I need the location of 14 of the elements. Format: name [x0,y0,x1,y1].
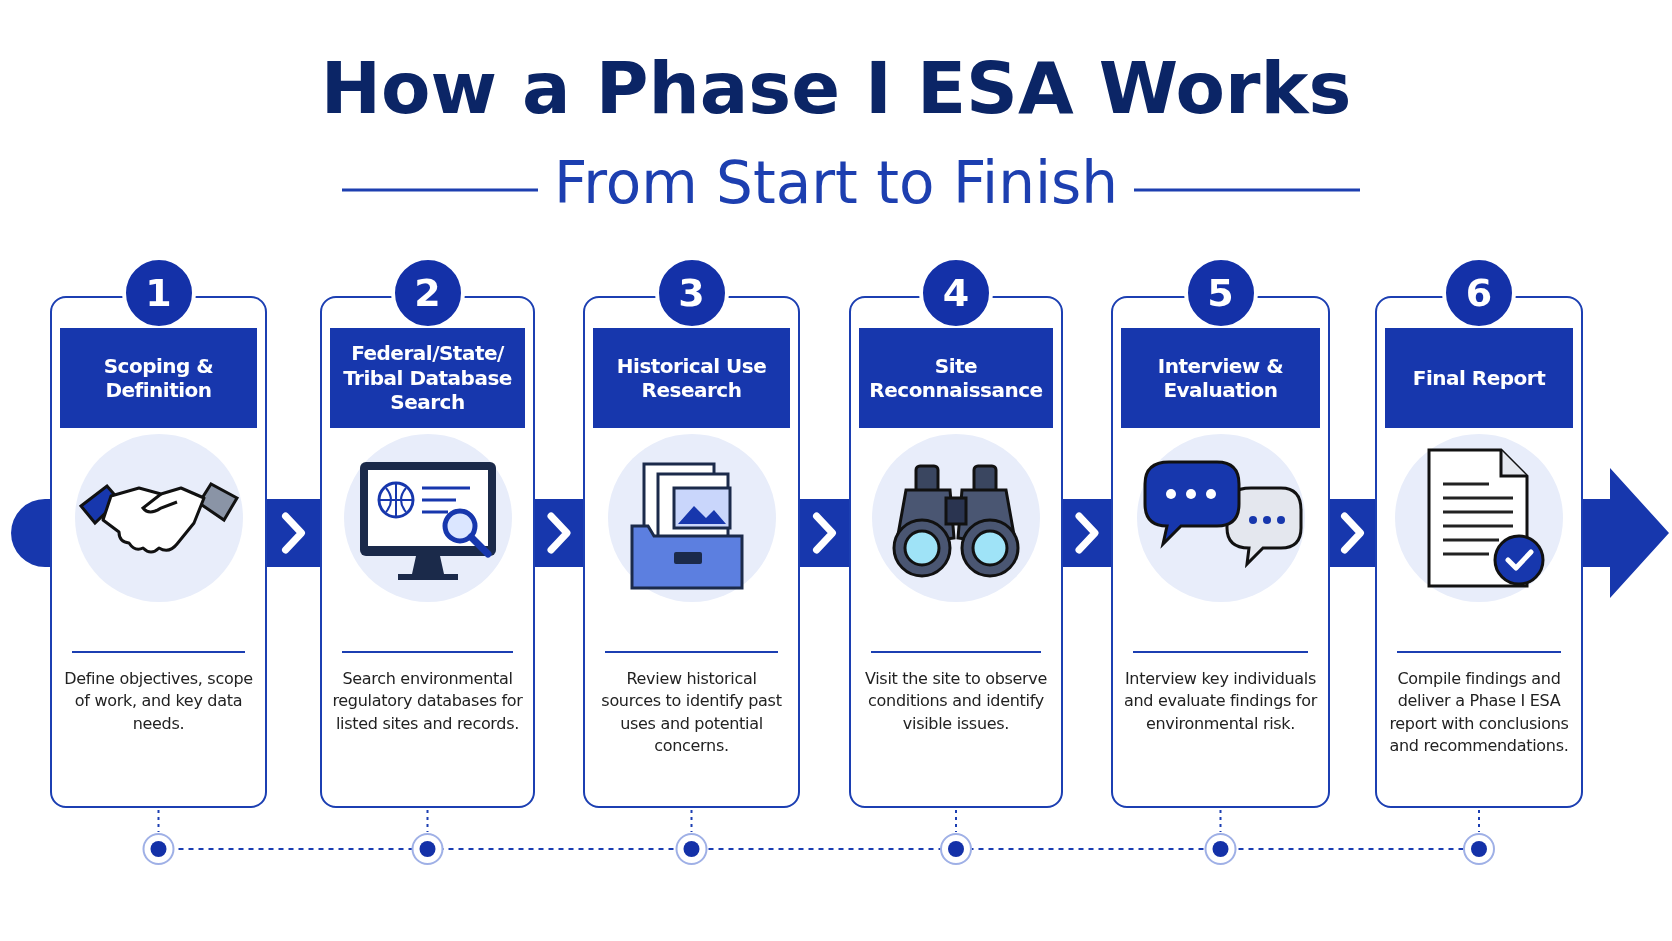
step-description: Define objectives, scope of work, and key data needs. [63,668,254,735]
step-heading: Final Report [1385,328,1573,428]
step-description: Interview key individuals and evaluate findings for environmental risk. [1123,668,1318,735]
step-description: Visit the site to observe conditions and identify visible issues. [863,668,1049,735]
step-heading: Site Reconnaissance [859,328,1053,428]
step-heading: Historical Use Research [593,328,790,428]
step-heading: Interview & Evaluation [1121,328,1320,428]
step-description: Review historical sources to identify past uses and potential concerns. [600,668,783,758]
step-description: Search environmental regulatory databases for listed sites and records. [332,668,523,735]
subtitle: From Start to Finish [553,152,1119,216]
title: How a Phase I ESA Works [319,52,1353,124]
step-heading: Federal/State/ Tribal Database Search [330,328,525,428]
step-description: Compile findings and deliver a Phase I ESA report with conclusions and recommendations. [1388,668,1570,758]
step-heading: Scoping & Definition [60,328,257,428]
